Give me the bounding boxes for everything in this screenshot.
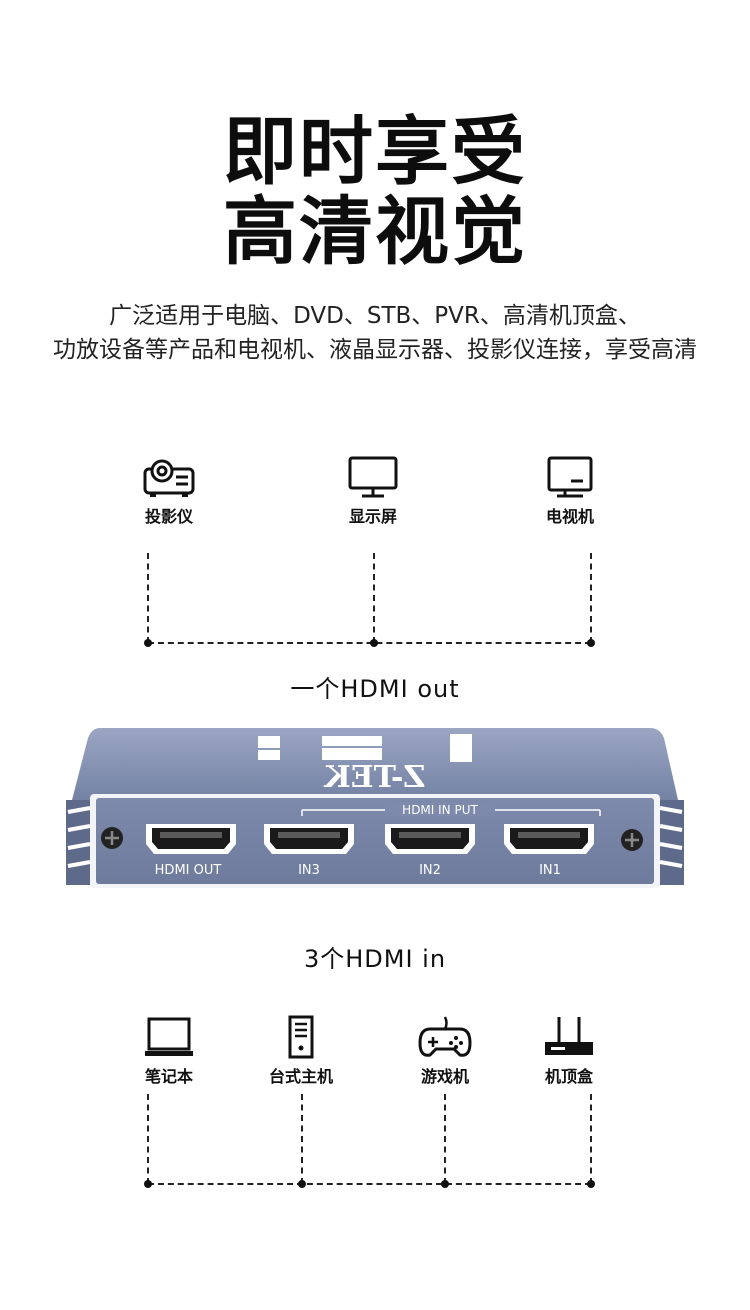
input-device-desktop: 台式主机: [246, 1015, 356, 1087]
output-device-projector: 投影仪: [114, 455, 224, 527]
subtitle-line-2: 功放设备等产品和电视机、液晶显示器、投影仪连接，享受高清: [53, 337, 697, 363]
router-box-icon: [545, 1017, 593, 1055]
subtitle-line-1: 广泛适用于电脑、DVD、STB、PVR、高清机顶盒、: [109, 303, 641, 329]
output-device-label: 投影仪: [144, 507, 193, 526]
output-device-tv: 电视机: [515, 455, 625, 527]
output-caption: 一个HDMI out: [290, 675, 460, 703]
hdmi-switch-product: Z-TEK HDMI IN PUT: [60, 720, 690, 890]
connector-node: [441, 1180, 449, 1188]
output-device-monitor: 显示屏: [318, 455, 428, 527]
hdmi-port-out: [146, 824, 236, 854]
connector-node: [587, 1180, 595, 1188]
label-badge: [450, 734, 472, 762]
label-badge: [322, 748, 382, 760]
connector-line: [147, 553, 149, 643]
tv-icon: [547, 456, 593, 498]
input-device-label: 台式主机: [268, 1067, 333, 1086]
gamepad-icon: [418, 1016, 472, 1057]
input-device-settop: 机顶盒: [514, 1015, 624, 1087]
switch-top-labels: [258, 734, 472, 762]
headline-line-1: 即时享受: [223, 109, 527, 195]
connector-line: [301, 1094, 303, 1184]
port-label: IN3: [298, 863, 320, 878]
connector-line: [148, 642, 591, 644]
hdmi-port-in1: [504, 824, 594, 854]
connector-node: [370, 639, 378, 647]
connector-node: [587, 639, 595, 647]
screw-left-icon: [101, 827, 123, 849]
connector-line: [148, 1183, 591, 1185]
port-label: HDMI OUT: [155, 863, 222, 878]
hdmi-port-in2: [385, 824, 475, 854]
port-label: IN1: [539, 863, 561, 878]
projector-icon: [143, 459, 195, 497]
connector-line: [590, 1094, 592, 1184]
hdmi-port-in3: [264, 824, 354, 854]
label-badge: [258, 736, 280, 748]
input-device-label: 游戏机: [420, 1067, 469, 1086]
connector-line: [590, 553, 592, 643]
connector-line: [147, 1094, 149, 1184]
input-device-laptop: 笔记本: [114, 1015, 224, 1087]
input-device-label: 笔记本: [144, 1067, 193, 1086]
connector-node: [144, 639, 152, 647]
label-badge: [322, 736, 382, 746]
output-device-label: 显示屏: [348, 507, 397, 526]
brand-logo: Z-TEK: [324, 760, 426, 795]
port-label: IN2: [419, 863, 441, 878]
input-device-label: 机顶盒: [544, 1067, 593, 1086]
headline-line-2: 高清视觉: [223, 189, 527, 275]
monitor-icon: [348, 456, 398, 498]
connector-line: [373, 553, 375, 643]
input-device-gamepad: 游戏机: [390, 1015, 500, 1087]
laptop-icon: [145, 1017, 193, 1056]
input-caption: 3个HDMI in: [303, 945, 447, 973]
connector-node: [298, 1180, 306, 1188]
output-device-label: 电视机: [545, 507, 594, 526]
screw-right-icon: [621, 829, 643, 851]
port-group-label: HDMI IN PUT: [402, 803, 478, 817]
connector-node: [144, 1180, 152, 1188]
desktop-tower-icon: [288, 1015, 314, 1059]
label-badge: [258, 750, 280, 760]
connector-line: [444, 1094, 446, 1184]
